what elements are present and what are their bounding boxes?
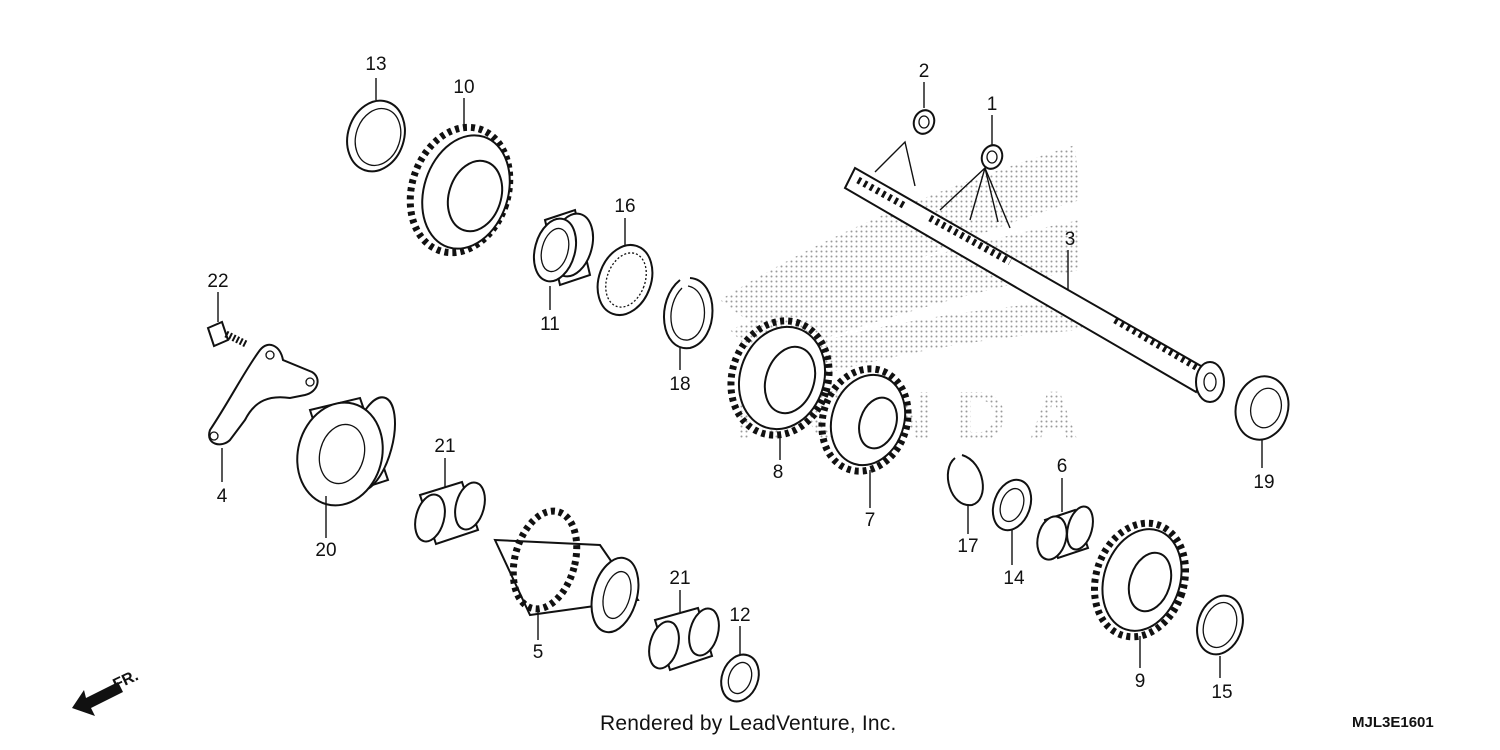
- set-plate-part-4: [208, 343, 319, 446]
- mainshaft-part-3: [843, 166, 1225, 403]
- label-part-18: 18: [669, 374, 690, 395]
- label-part-3: 3: [1065, 229, 1076, 250]
- bearing-part-19: [1234, 375, 1290, 441]
- washer-part-16: [596, 244, 654, 316]
- label-part-11: 11: [540, 314, 560, 335]
- label-part-15: 15: [1211, 682, 1232, 703]
- diagram-code: MJL3E1601: [1352, 714, 1434, 731]
- ring-part-1: [980, 144, 1004, 170]
- label-part-4: 4: [217, 486, 228, 507]
- label-part-7: 7: [865, 510, 876, 531]
- label-part-13: 13: [365, 54, 386, 75]
- label-part-20: 20: [315, 540, 336, 561]
- ring-part-2: [912, 109, 936, 135]
- washer-part-13: [346, 99, 406, 173]
- label-part-21-lower: 21: [669, 568, 690, 589]
- front-direction-label: FR.: [111, 667, 142, 693]
- snap-ring-part-17: [946, 454, 984, 507]
- label-part-10: 10: [453, 77, 474, 98]
- label-part-21-upper: 21: [434, 436, 455, 457]
- front-direction-indicator: FR.: [72, 667, 141, 716]
- leader-lines: [217, 78, 1263, 678]
- front-arrow-icon: [72, 682, 123, 716]
- gear-part-8: [727, 317, 833, 439]
- washer-part-12: [720, 653, 760, 703]
- label-part-19: 19: [1253, 472, 1274, 493]
- label-part-17: 17: [957, 536, 978, 557]
- label-part-22: 22: [207, 271, 228, 292]
- part-number-labels: 1 2 3 4 5 6 7 8 9 10 11 12 13 14 15 16 1…: [207, 54, 1274, 703]
- rendered-by-credit: Rendered by LeadVenture, Inc.: [600, 712, 897, 735]
- needle-bearing-part-21-upper: [414, 480, 486, 546]
- gear-part-5: [493, 507, 640, 634]
- bushing-part-6: [1036, 505, 1094, 561]
- needle-bearing-part-21-lower: [648, 606, 720, 672]
- bolt-part-22: [206, 320, 248, 348]
- label-part-9: 9: [1135, 671, 1146, 692]
- gear-part-9: [1090, 519, 1190, 641]
- bearing-part-20: [296, 396, 396, 507]
- label-part-8: 8: [773, 462, 784, 483]
- bushing-part-11: [532, 208, 595, 287]
- washer-part-15: [1196, 594, 1244, 656]
- label-part-6: 6: [1057, 456, 1068, 477]
- label-part-14: 14: [1003, 568, 1025, 589]
- label-part-5: 5: [533, 642, 544, 663]
- label-part-2: 2: [919, 61, 930, 82]
- gear-part-10: [406, 123, 514, 257]
- washer-part-14: [991, 478, 1033, 532]
- snap-ring-part-18: [663, 277, 714, 350]
- label-part-16: 16: [614, 196, 635, 217]
- label-part-12: 12: [729, 605, 750, 626]
- label-part-1: 1: [987, 94, 998, 115]
